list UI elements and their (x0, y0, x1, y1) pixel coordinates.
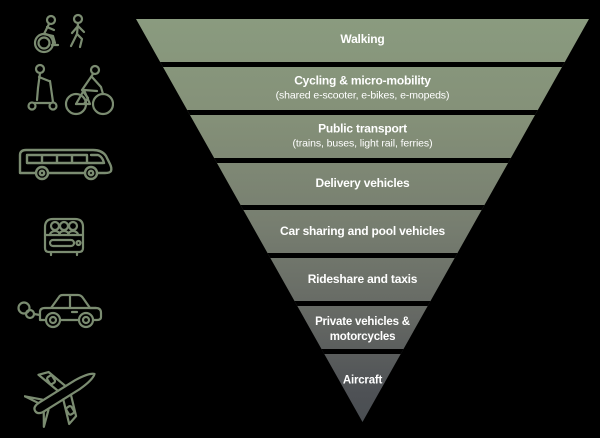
band-divider (136, 158, 589, 163)
band-divider (136, 62, 589, 67)
pyramid-level-rideshare-taxis: Rideshare and taxis (136, 272, 589, 288)
level-label: Delivery vehicles (315, 176, 410, 191)
band-divider (136, 110, 589, 115)
level-label: Private vehicles & motorcycles (315, 316, 410, 343)
pyramid-level-cycling-micromobility: Cycling & micro-mobility (shared e-scoot… (136, 73, 589, 102)
wheelchair-and-pedestrian-icon (30, 12, 94, 56)
bus-icon (14, 142, 116, 186)
level-label: Aircraft (342, 374, 383, 387)
carpool-vehicle-icon (38, 212, 90, 258)
band-divider (136, 301, 589, 306)
pyramid-level-public-transport: Public transport (trains, buses, light r… (136, 121, 589, 150)
level-label: Cycling & micro-mobility (294, 73, 431, 88)
inverted-pyramid: Walking Cycling & micro-mobility (shared… (136, 19, 589, 422)
band-divider (136, 205, 589, 210)
pyramid-level-delivery-vehicles: Delivery vehicles (136, 176, 589, 192)
airplane-icon (24, 358, 104, 428)
pyramid-level-walking: Walking (136, 32, 589, 48)
pyramid-level-car-sharing: Car sharing and pool vehicles (136, 224, 589, 240)
band-divider (136, 253, 589, 258)
level-label: Public transport (318, 121, 407, 136)
level-label: Walking (340, 32, 385, 47)
level-label: Car sharing and pool vehicles (280, 224, 445, 239)
scooter-and-cyclist-icon (24, 62, 114, 116)
pyramid-level-aircraft: Aircraft (136, 374, 589, 389)
car-with-exhaust-icon (12, 284, 106, 336)
level-sublabel: (trains, buses, light rail, ferries) (292, 136, 433, 149)
level-sublabel: (shared e-scooter, e-bikes, e-mopeds) (275, 88, 450, 101)
level-label: Rideshare and taxis (307, 272, 418, 287)
mode-icons-column (0, 0, 130, 438)
band-divider (136, 349, 589, 354)
pyramid-level-private-vehicles: Private vehicles & motorcycles (136, 315, 589, 345)
